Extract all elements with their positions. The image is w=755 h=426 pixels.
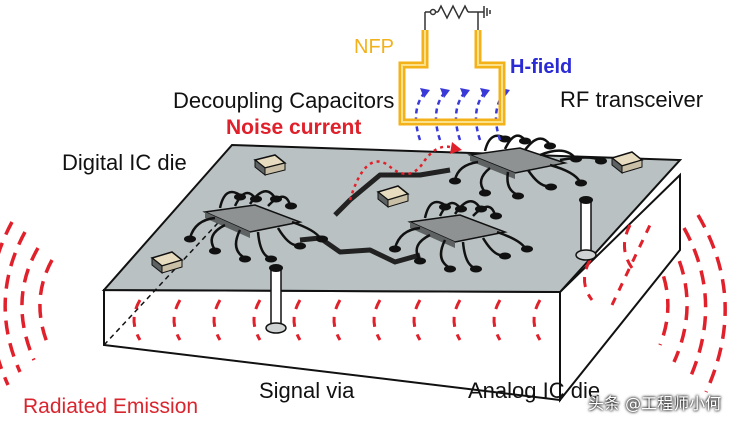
signal-via-left [265,264,287,334]
signal-via-right [575,196,597,261]
decoupling-capacitors [150,151,644,275]
h-field-label: H-field [510,56,573,78]
board-top [101,143,683,294]
analog-ic-die-label: Analog IC die [468,378,601,403]
watermark-text: 头条 @工程师小何 [588,394,722,413]
pcb-board [101,143,683,403]
noise-current-arrow [450,142,462,154]
resistor-icon [424,4,479,30]
nfp-label: NFP [354,36,394,58]
emission-waves-left [0,221,54,386]
nfp-probe-loop-inner [401,30,503,123]
emission-waves-board [132,224,652,341]
rf-transceiver-label: RF transceiver [560,87,704,112]
capacitor-2 [376,185,410,209]
rf-transceiver-chip [449,134,607,200]
h-field-arrowheads [420,88,510,98]
board-hidden-edge [103,209,231,346]
capacitor-3 [150,251,184,275]
digital-ic-chip [184,190,328,263]
radiated-emission-label: Radiated Emission [23,395,199,418]
ground-icon [478,6,491,18]
analog-ic-chip [389,200,533,273]
nfp-probe-loop [398,30,506,126]
capacitor-1 [253,154,287,177]
signal-via-label: Signal via [259,378,355,403]
h-field-lines [414,91,506,141]
noise-current-path [348,145,459,201]
digital-ic-die-label: Digital IC die [62,150,187,175]
decoupling-capacitors-label: Decoupling Capacitors [173,88,395,113]
capacitor-4 [610,151,644,175]
noise-current-label: Noise current [226,116,362,139]
